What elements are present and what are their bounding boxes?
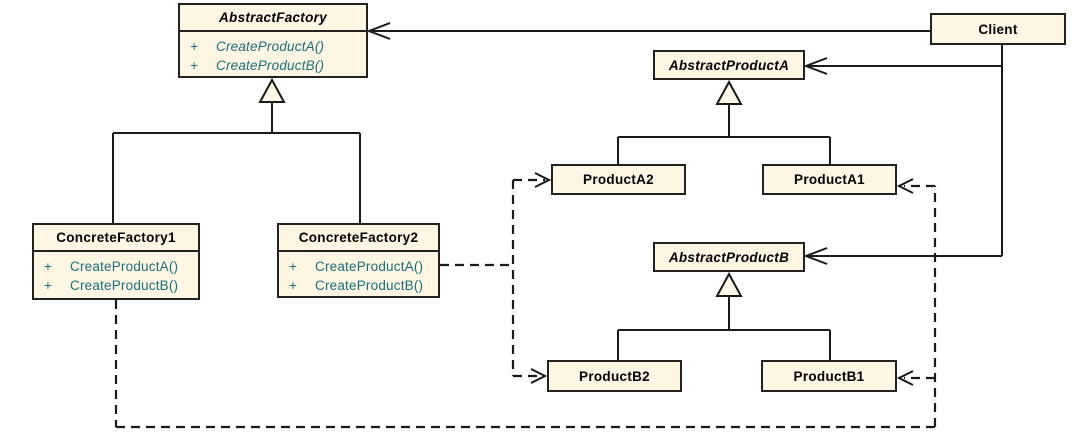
open-arrowhead (366, 22, 391, 40)
class-product-a1-title: ProductA1 (794, 172, 865, 187)
class-concrete-factory-2-title: ConcreteFactory2 (279, 225, 438, 252)
method-createproducta: + CreateProductA() (190, 39, 325, 54)
generalization-triangle (715, 271, 743, 297)
class-concrete-factory-1-methods: + CreateProductA() + CreateProductB() (34, 252, 198, 295)
method-createproducta: + CreateProductA() (44, 259, 179, 274)
class-product-a2-title: ProductA2 (583, 172, 654, 187)
edge-generalization-product-a (617, 79, 831, 164)
class-abstract-product-b: AbstractProductB (653, 242, 805, 272)
generalization-triangle (258, 77, 286, 103)
method-createproducta: + CreateProductA() (289, 259, 424, 274)
class-abstract-product-b-title: AbstractProductB (668, 249, 790, 265)
class-product-b2: ProductB2 (547, 360, 682, 392)
class-client-title: Client (978, 21, 1018, 37)
class-abstract-factory-methods: + CreateProductA() + CreateProductB() (180, 32, 366, 75)
class-product-b1-title: ProductB1 (793, 368, 865, 384)
method-createproductb: + CreateProductB() (289, 278, 424, 293)
class-product-a2: ProductA2 (551, 164, 686, 195)
class-abstract-factory: AbstractFactory + CreateProductA() + Cre… (178, 3, 368, 78)
class-concrete-factory-2-methods: + CreateProductA() + CreateProductB() (279, 252, 438, 295)
edge-client-abstractfactory (366, 22, 930, 40)
edge-dependency-concretefactory1 (114, 178, 937, 429)
open-arrowhead (803, 57, 828, 75)
generalization-triangle (715, 79, 743, 105)
edge-generalization-factories (112, 77, 361, 223)
method-createproductb: + CreateProductB() (44, 278, 179, 293)
open-arrowhead (896, 178, 914, 194)
class-concrete-factory-1-title: ConcreteFactory1 (34, 225, 198, 252)
class-abstract-product-a: AbstractProductA (653, 50, 805, 80)
method-createproductb: + CreateProductB() (190, 58, 325, 73)
open-arrowhead (530, 368, 548, 384)
class-abstract-product-a-title: AbstractProductA (668, 57, 790, 73)
class-product-b1: ProductB1 (761, 360, 897, 392)
class-product-b2-title: ProductB2 (579, 368, 650, 384)
class-client: Client (930, 13, 1066, 45)
edge-client-abstractproductb (803, 247, 1002, 265)
edge-dependency-concretefactory2 (440, 172, 552, 384)
class-concrete-factory-2: ConcreteFactory2 + CreateProductA() + Cr… (277, 223, 440, 298)
edge-generalization-product-b (617, 271, 831, 360)
edge-client-abstractproducta (803, 57, 1002, 75)
class-concrete-factory-1: ConcreteFactory1 + CreateProductA() + Cr… (32, 223, 200, 300)
open-arrowhead (803, 247, 828, 265)
class-abstract-factory-title: AbstractFactory (180, 5, 366, 32)
open-arrowhead (534, 172, 552, 188)
open-arrowhead (896, 370, 914, 386)
class-product-a1: ProductA1 (762, 164, 897, 195)
